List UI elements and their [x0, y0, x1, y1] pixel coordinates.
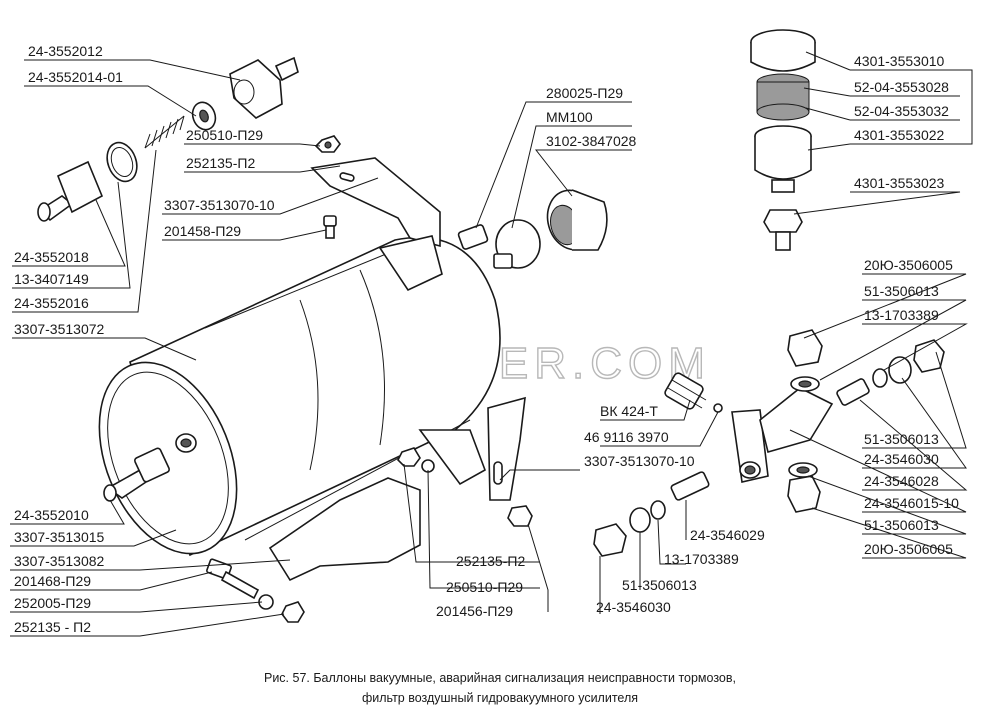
filter-fitting-4301-3553023	[763, 209, 803, 251]
label-3307-3513070-10-bottom: 3307-3513070-10	[584, 453, 695, 469]
alarm-switch-vk424	[664, 372, 723, 413]
nut-250510	[314, 135, 341, 153]
label-3307-3513082: 3307-3513082	[14, 553, 105, 569]
label-201468-p29: 201468-П29	[14, 573, 91, 589]
label-24-3546029: 24-3546029	[690, 527, 765, 543]
washer-24-3546030-right	[888, 356, 912, 384]
bolt-51-3506013-bottom	[593, 523, 627, 557]
connector-24-3546028	[836, 378, 870, 406]
vacuum-tank	[98, 231, 501, 557]
washer-24-3546030-bottom	[629, 507, 651, 533]
label-3307-3513072: 3307-3513072	[14, 321, 105, 337]
label-51-3506013-lower: 51-3506013	[864, 517, 939, 533]
label-252005-p29: 252005-П29	[14, 595, 91, 611]
spring-24-3552016	[144, 115, 185, 149]
label-51-3506013-right: 51-3506013	[864, 431, 939, 447]
label-3307-3513070-10-top: 3307-3513070-10	[164, 197, 275, 213]
label-51-3506013-top: 51-3506013	[864, 283, 939, 299]
label-3307-3513015: 3307-3513015	[14, 529, 105, 545]
bottom-bracket	[268, 396, 526, 582]
label-mm100: ММ100	[546, 109, 593, 125]
label-24-3552014-01: 24-3552014-01	[28, 69, 123, 85]
bolt-51-3506013-right	[913, 339, 945, 373]
label-280025-p29: 280025-П29	[546, 85, 623, 101]
label-46-9116-3970: 46 9116 3970	[584, 429, 669, 445]
label-24-3546030-bottom: 24-3546030	[596, 599, 671, 615]
label-24-3546030-right: 24-3546030	[864, 451, 939, 467]
label-13-3407149: 13-3407149	[14, 271, 89, 287]
label-250510-p29: 250510-П29	[186, 127, 263, 143]
label-24-3552010: 24-3552010	[14, 507, 89, 523]
caption-line-1: Рис. 57. Баллоны вакуумные, аварийная си…	[264, 671, 736, 685]
label-vk424t: ВК 424-Т	[600, 403, 658, 419]
label-4301-3553022: 4301-3553022	[854, 127, 945, 143]
tee-body	[731, 387, 834, 483]
switch-mm100	[493, 219, 541, 269]
label-24-3546015-10: 24-3546015-10	[864, 495, 959, 511]
label-51-3506013-bottom: 51-3506013	[622, 577, 697, 593]
label-201458-p29: 201458-П29	[164, 223, 241, 239]
label-52-04-3553032: 52-04-3553032	[854, 103, 949, 119]
cap-3102-3847028	[546, 189, 608, 251]
label-13-1703389-top: 13-1703389	[864, 307, 939, 323]
union-nut-24-3552012	[229, 56, 299, 119]
nut-20u-3506005-bottom	[787, 475, 821, 513]
washer-51-3506013-bottom	[788, 462, 818, 478]
label-4301-3553023: 4301-3553023	[854, 175, 945, 191]
label-24-3546028: 24-3546028	[864, 473, 939, 489]
label-4301-3553010: 4301-3553010	[854, 53, 945, 69]
fitting-24-3552018	[37, 160, 104, 222]
ring-13-1703389	[872, 368, 888, 388]
washer-24-3552014	[191, 101, 217, 131]
label-250510-p29-bottom: 250510-П29	[446, 579, 523, 595]
label-20u-3506005-top: 20Ю-3506005	[864, 257, 953, 273]
label-13-1703389-bottom: 13-1703389	[664, 551, 739, 567]
filter-housing	[754, 125, 812, 193]
leader-lines	[10, 51, 973, 637]
filter-element	[756, 73, 810, 121]
label-252135-p2-end: 252135 - П2	[14, 619, 91, 635]
label-201456-p29: 201456-П29	[436, 603, 513, 619]
label-20u-3506005-bottom: 20Ю-3506005	[864, 541, 953, 557]
tank-end-fitting	[103, 447, 170, 502]
nut-252135-end	[281, 601, 305, 623]
connector-24-3546029	[670, 471, 710, 501]
ring-13-1703389-bottom	[650, 500, 666, 520]
bolt-201458	[323, 215, 337, 239]
label-24-3552016: 24-3552016	[14, 295, 89, 311]
air-filter-cap	[750, 29, 816, 72]
label-24-3552012: 24-3552012	[28, 43, 103, 59]
part-labels: 24-3552012 24-3552014-01 280025-П29 ММ10…	[14, 43, 959, 635]
label-252135-p2: 252135-П2	[186, 155, 255, 171]
nut-20u-3506005-top	[787, 329, 823, 367]
washer-51-3506013-top	[790, 376, 820, 392]
label-3102-3847028: 3102-3847028	[546, 133, 637, 149]
label-252135-p2-bottom: 252135-П2	[456, 553, 525, 569]
bolt-201456	[507, 505, 533, 527]
label-52-04-3553028: 52-04-3553028	[854, 79, 949, 95]
label-24-3552018: 24-3552018	[14, 249, 89, 265]
caption-line-2: фильтр воздушный гидровакуумного усилите…	[362, 691, 638, 705]
nut-252135-bottom	[397, 447, 421, 467]
bolt-201468	[206, 558, 260, 600]
o-ring-13-3407149	[106, 141, 138, 183]
fitting-280025	[457, 224, 489, 250]
